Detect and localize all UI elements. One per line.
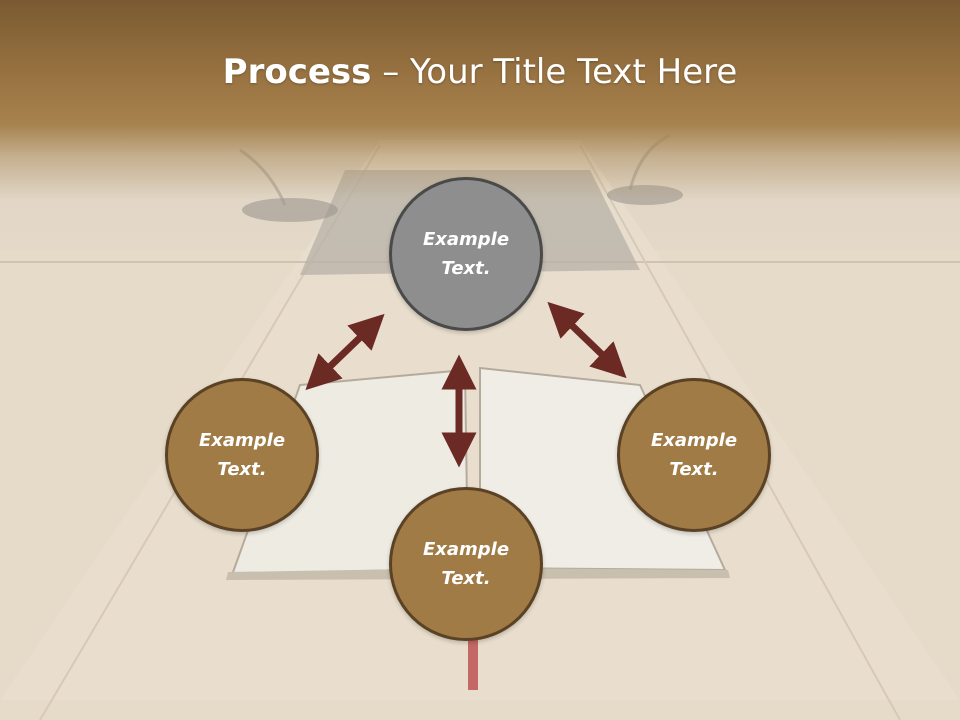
process-node-bottom-label: Example Text. [422,539,510,589]
process-node-left[interactable]: Example Text. [165,378,319,532]
process-node-right[interactable]: Example Text. [617,378,771,532]
title-bold: Process [222,52,372,92]
process-node-top[interactable]: Example Text. [389,177,543,331]
process-node-left-label: Example Text. [198,430,286,480]
process-node-top-label: Example Text. [422,229,510,279]
title-rest: Your Title Text Here [410,52,738,92]
title-band [0,0,960,200]
arrow-top-right [547,301,627,379]
title-dash: – [371,52,411,92]
process-node-right-label: Example Text. [650,430,738,480]
process-node-bottom[interactable]: Example Text. [389,487,543,641]
arrow-top-left [305,313,385,391]
slide-title: Process – Your Title Text Here [0,52,960,92]
